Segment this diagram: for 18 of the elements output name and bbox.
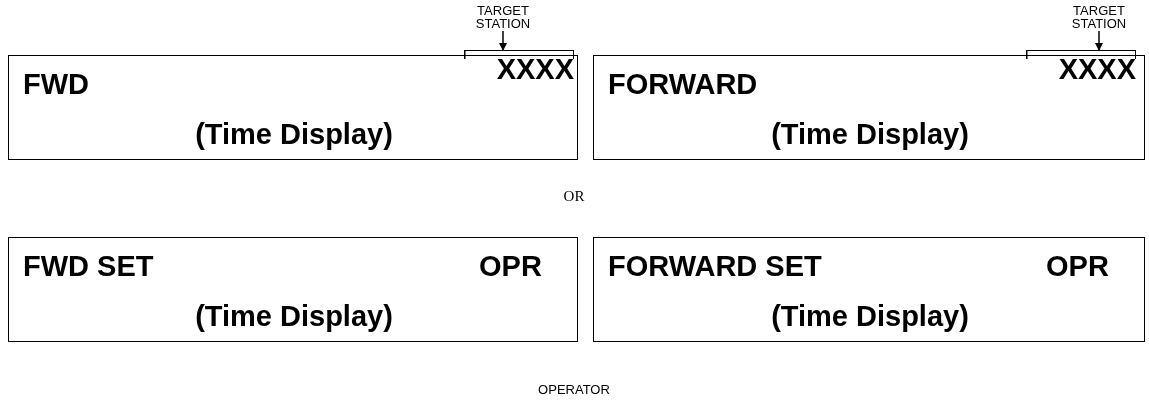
display-text: (Time Display) <box>771 118 969 150</box>
display-text: (Time Display) <box>771 300 969 332</box>
display-text: FORWARD <box>608 68 758 100</box>
display-text: OPR <box>479 250 542 282</box>
callout-text: TARGET STATION <box>470 4 536 30</box>
callout-text: TARGET STATION <box>1066 4 1132 30</box>
lcd-display-screen <box>8 237 578 342</box>
display-text: OPR <box>1046 250 1109 282</box>
arrow <box>499 30 507 51</box>
display-text: FWD SET <box>23 250 154 282</box>
note-text: OR <box>563 188 585 205</box>
note-text: OPERATOR <box>538 382 610 397</box>
lcd-display-screen <box>593 237 1145 342</box>
display-text: FORWARD SET <box>608 250 822 282</box>
display-text: (Time Display) <box>195 118 393 150</box>
arrow <box>1095 30 1103 51</box>
display-text: FWD <box>23 68 90 100</box>
display-text: (Time Display) <box>195 300 393 332</box>
